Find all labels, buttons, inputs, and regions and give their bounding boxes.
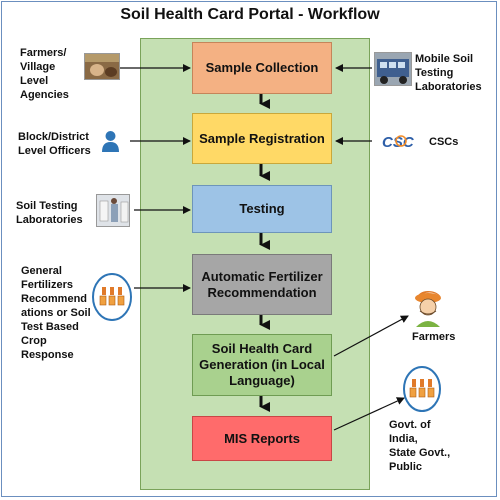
step-sample-registration: Sample Registration: [192, 113, 332, 164]
output-government-label: Govt. of India, State Govt., Public: [389, 419, 451, 473]
lab-photo-icon: [96, 194, 130, 227]
output-farmers-label: Farmers: [412, 331, 456, 343]
step-mis-reports: MIS Reports: [192, 416, 332, 461]
csc-logo-icon: CSC: [380, 130, 426, 152]
step-soil-health-card-generation: Soil Health Card Generation (in Local La…: [192, 334, 332, 396]
input-cscs-label: CSCs: [429, 136, 459, 148]
truck-icon: [374, 52, 412, 86]
government-building-icon: [91, 272, 133, 322]
farmer-icon: [411, 287, 445, 327]
input-officers-label: Block/District Level Officers: [18, 131, 91, 157]
input-recommendations-label: General Fertilizers Recommend ations or …: [21, 265, 91, 361]
step-sample-collection: Sample Collection: [192, 42, 332, 94]
diagram-title: Soil Health Card Portal - Workflow: [120, 6, 380, 23]
output-arrow-farmers: [333, 315, 409, 357]
step-automatic-fertilizer-recommendation: Automatic Fertilizer Recommendation: [192, 254, 332, 315]
svg-text:CSC: CSC: [382, 134, 415, 151]
input-mobile-labs-label: Mobile Soil Testing Laboratories: [415, 53, 482, 93]
step-testing: Testing: [192, 185, 332, 233]
input-soil-labs-label: Soil Testing Laboratories: [16, 200, 83, 226]
input-farmers-agencies-label: Farmers/ Village Level Agencies: [20, 47, 69, 101]
output-arrow-government: [333, 397, 405, 431]
farm-photo-icon: [84, 53, 120, 80]
government-building-icon: [402, 365, 442, 413]
person-icon: [101, 130, 120, 152]
